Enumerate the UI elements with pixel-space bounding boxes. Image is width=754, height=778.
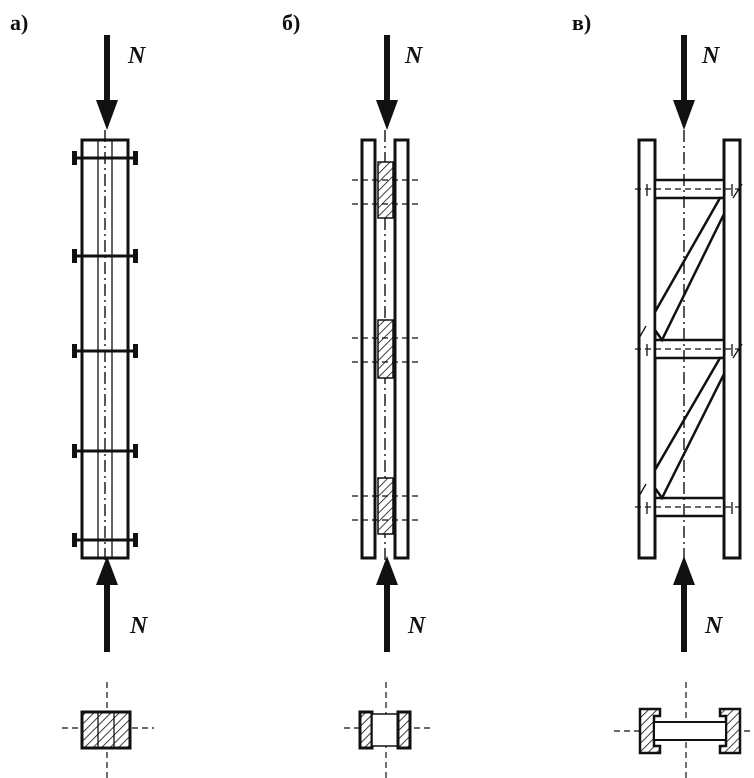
panel-a-cross-section <box>62 682 154 778</box>
panel-b-top-arrow <box>376 35 398 130</box>
panel-a-bar <box>80 130 130 568</box>
panel-a-bottom-arrow <box>96 556 118 652</box>
panel-c-bottom-arrow <box>673 556 695 652</box>
panel-c-bottom-force-label: N <box>704 613 724 639</box>
panel-b: б) N N <box>282 10 430 778</box>
panel-c-cross-section <box>614 682 752 778</box>
panel-c: в) N <box>572 10 752 778</box>
panel-b-top-force-label: N <box>404 43 424 69</box>
panel-b-label: б) <box>282 10 300 35</box>
panel-a: а) N <box>10 10 154 778</box>
panel-c-lattice-diagonals <box>637 183 743 501</box>
panel-a-top-force-label: N <box>127 43 147 69</box>
panel-c-label: в) <box>572 10 591 35</box>
panel-b-bottom-arrow <box>376 556 398 652</box>
panel-b-bar <box>360 130 410 568</box>
panel-c-top-force-label: N <box>701 43 721 69</box>
panel-c-connection-lines <box>635 184 744 514</box>
panel-a-label: а) <box>10 10 28 35</box>
panel-c-top-arrow <box>673 35 695 130</box>
panel-b-spacers <box>352 161 418 535</box>
panel-b-bottom-force-label: N <box>407 613 427 639</box>
panel-b-cross-section <box>344 682 430 778</box>
panel-a-bottom-force-label: N <box>129 613 149 639</box>
panel-a-bolts <box>72 151 138 547</box>
panel-a-top-arrow <box>96 35 118 130</box>
